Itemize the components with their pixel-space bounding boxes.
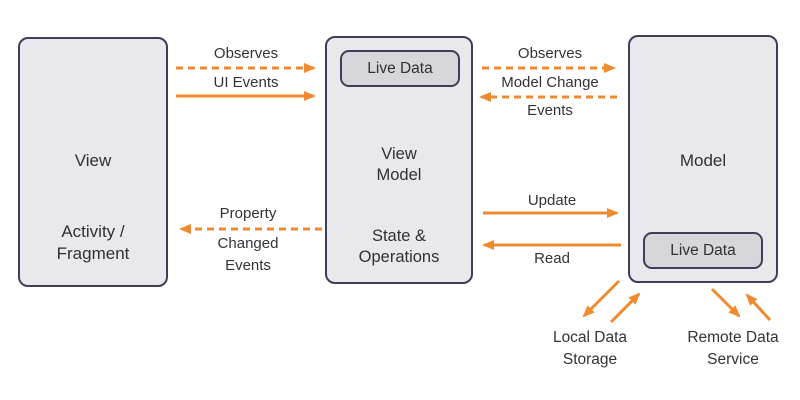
changed-label: Changed [217,235,279,252]
view-box-subtitle-line1: Activity / [61,222,125,241]
property-label: Property [219,205,277,222]
viewmodel-livedata-badge: Live Data [340,50,460,87]
viewmodel-livedata-label: Live Data [367,59,433,77]
view-box [18,37,168,287]
local-data-storage-label: Local Data Storage [553,327,627,371]
local-data-storage-line1: Local Data [552,329,628,346]
viewmodel-box-subtitle: State & Operations [325,226,473,268]
model-box-title: Model [679,151,727,170]
model-change-label: Model Change [501,74,599,91]
viewmodel-title-line1: View [381,145,417,163]
remote-service-to-model-arrow [745,293,772,322]
view-box-title: View [74,151,112,170]
local-data-storage-line2: Storage [562,351,618,368]
viewmodel-title-line2: Model [376,166,422,184]
update-label: Update [527,192,577,209]
ui-events-label: UI Events [213,74,279,91]
view-box-subtitle-line2: Fragment [56,244,130,263]
local-storage-to-model-arrow [609,292,641,324]
model-livedata-label: Live Data [670,241,736,259]
observes-label-left: Observes [213,45,279,62]
events-label-left: Events [225,257,271,274]
viewmodel-subtitle-line1: State & [371,227,427,245]
remote-data-service-line1: Remote Data [687,329,779,346]
read-label: Read [534,250,570,267]
viewmodel-box-title: View Model [325,144,473,186]
events-label-right: Events [527,102,573,119]
model-to-local-storage-arrow [582,279,621,318]
observes-label-right: Observes [517,45,583,62]
remote-data-service-label: Remote Data Service [687,327,778,371]
view-box-subtitle: Activity / Fragment [18,221,168,265]
viewmodel-subtitle-line2: Operations [358,248,440,266]
model-to-remote-service-arrow [710,287,741,318]
remote-data-service-line2: Service [707,351,759,368]
model-livedata-badge: Live Data [643,232,763,269]
